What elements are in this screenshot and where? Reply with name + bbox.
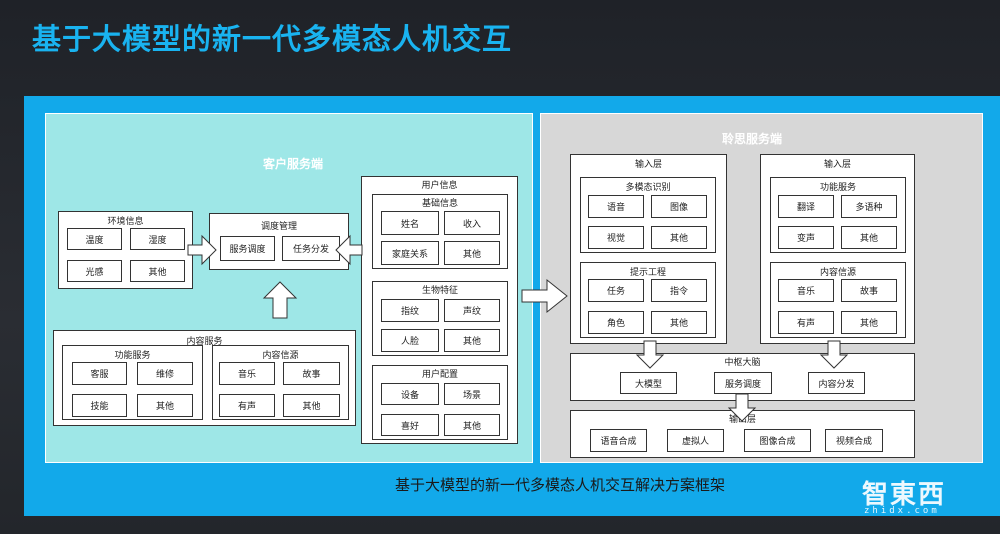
brain-item: 服务调度 — [714, 372, 772, 394]
content-service-title: 内容服务 — [186, 337, 223, 347]
arrow-client-to-server — [521, 278, 568, 314]
brain-item: 大模型 — [620, 372, 677, 394]
server-source-item: 其他 — [841, 311, 897, 334]
server-func-item: 多语种 — [841, 195, 897, 218]
content-source-title: 内容信源 — [262, 351, 299, 361]
server-source-item: 故事 — [841, 279, 897, 302]
dispatch-title: 调度管理 — [260, 222, 297, 232]
input-layer-right-title: 输入层 — [823, 160, 851, 170]
arrow-brain-to-output — [727, 393, 757, 422]
bio-item: 声纹 — [444, 299, 500, 322]
multimodal-recog-title: 多模态识别 — [625, 183, 671, 193]
content-source-item: 故事 — [283, 362, 340, 385]
bio-title: 生物特征 — [421, 286, 458, 296]
env-info-title: 环境信息 — [107, 217, 144, 227]
client-panel-title: 客户服务端 — [263, 157, 324, 171]
user-config-title: 用户配置 — [421, 370, 458, 380]
recog-item: 其他 — [651, 226, 707, 249]
prompt-item: 角色 — [588, 311, 644, 334]
recog-item: 图像 — [651, 195, 707, 218]
content-source-item: 音乐 — [219, 362, 275, 385]
basic-info-item: 其他 — [444, 241, 500, 265]
output-item: 虚拟人 — [667, 429, 724, 452]
arrow-input-right-to-brain — [819, 340, 849, 369]
server-func-title: 功能服务 — [819, 183, 856, 193]
logo-text: 智東西 — [862, 480, 947, 510]
env-item: 其他 — [130, 260, 185, 282]
server-source-item: 音乐 — [778, 279, 834, 302]
server-func-item: 其他 — [841, 226, 897, 249]
user-config-item: 喜好 — [381, 414, 439, 436]
arrow-input-left-to-brain — [635, 340, 665, 369]
func-service-title: 功能服务 — [114, 351, 151, 361]
arrow-content-to-dispatch — [262, 281, 298, 319]
basic-info-item: 家庭关系 — [381, 241, 439, 265]
user-config-item: 场景 — [444, 383, 500, 405]
arrow-user-to-dispatch — [335, 234, 363, 266]
content-source-item: 有声 — [219, 394, 275, 417]
prompt-item: 指令 — [651, 279, 707, 302]
env-item: 湿度 — [130, 228, 185, 250]
user-config-item: 其他 — [444, 414, 500, 436]
server-source-title: 内容信源 — [819, 268, 856, 278]
user-info-title: 用户信息 — [421, 181, 458, 191]
central-brain-title: 中枢大脑 — [724, 358, 761, 368]
prompt-item: 其他 — [651, 311, 707, 334]
user-config-item: 设备 — [381, 383, 439, 405]
recog-item: 视觉 — [588, 226, 644, 249]
server-source-item: 有声 — [778, 311, 834, 334]
logo-sub: zhidx.com — [864, 506, 940, 516]
func-service-item: 技能 — [72, 394, 127, 417]
bio-item: 其他 — [444, 329, 500, 352]
func-service-item: 其他 — [137, 394, 193, 417]
prompt-eng-title: 提示工程 — [629, 268, 666, 278]
bio-item: 指纹 — [381, 299, 439, 322]
recog-item: 语音 — [588, 195, 644, 218]
content-source-item: 其他 — [283, 394, 340, 417]
server-func-item: 翻译 — [778, 195, 834, 218]
zhidx-logo: 智東西 zhidx.com — [850, 472, 990, 522]
func-service-item: 维修 — [137, 362, 193, 385]
dispatch-item: 服务调度 — [220, 236, 275, 261]
env-item: 温度 — [67, 228, 122, 250]
func-service-item: 客服 — [72, 362, 127, 385]
prompt-item: 任务 — [588, 279, 644, 302]
env-item: 光感 — [67, 260, 122, 282]
input-layer-left-title: 输入层 — [634, 160, 662, 170]
output-item: 视频合成 — [825, 429, 883, 452]
dispatch-item: 任务分发 — [282, 236, 340, 261]
output-item: 图像合成 — [744, 429, 811, 452]
basic-info-item: 姓名 — [381, 211, 439, 235]
basic-info-title: 基础信息 — [421, 199, 458, 209]
brain-item: 内容分发 — [808, 372, 865, 394]
output-item: 语音合成 — [590, 429, 647, 452]
basic-info-item: 收入 — [444, 211, 500, 235]
bio-item: 人脸 — [381, 329, 439, 352]
arrow-env-to-dispatch — [187, 234, 217, 266]
server-func-item: 变声 — [778, 226, 834, 249]
page-title: 基于大模型的新一代多模态人机交互 — [32, 22, 513, 56]
diagram-caption: 基于大模型的新一代多模态人机交互解决方案框架 — [394, 476, 725, 494]
server-panel-title: 聆思服务端 — [722, 132, 783, 146]
